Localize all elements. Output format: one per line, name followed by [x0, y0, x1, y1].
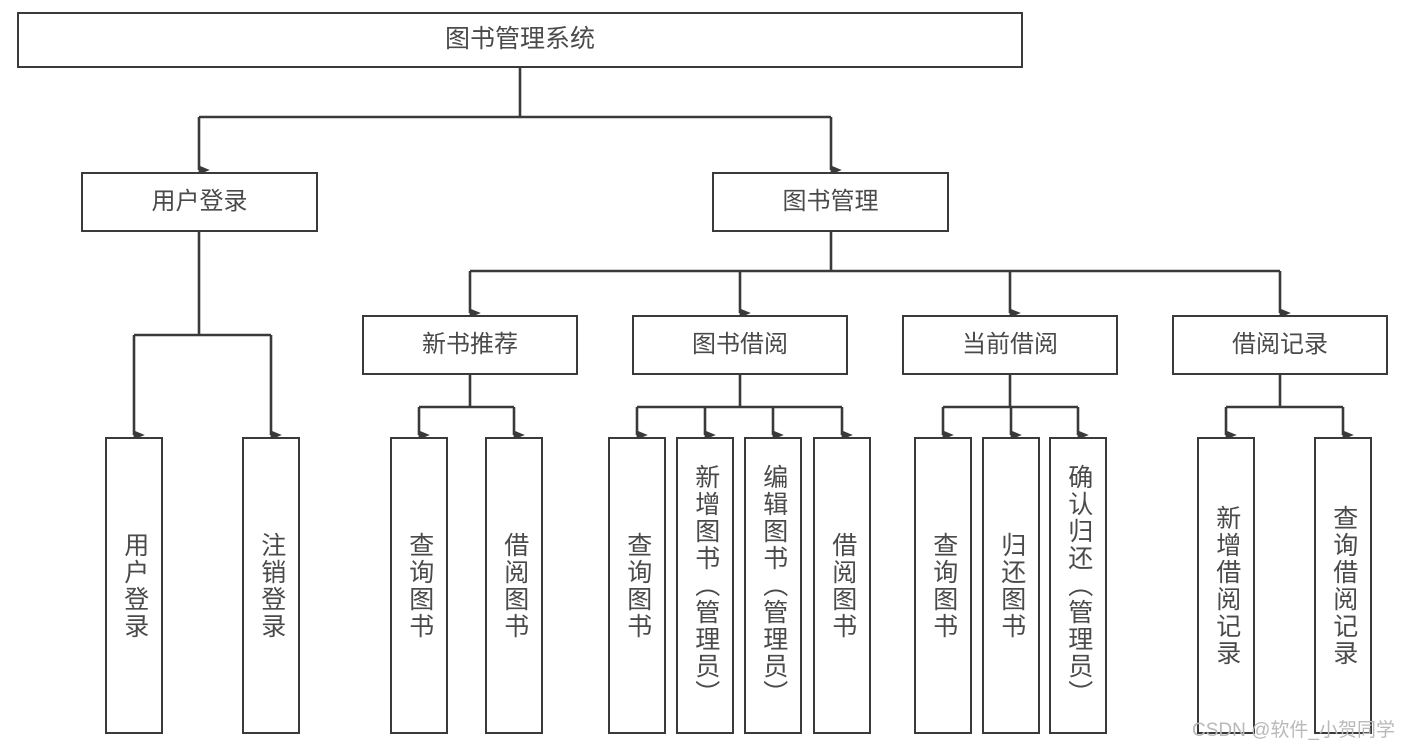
csdn-watermark: CSDN @软件_小贺同学	[1192, 720, 1395, 741]
node-new-book-recommend-label: 新书推荐	[422, 330, 518, 358]
node-leaf-edit-book[interactable]: 编辑图书（管理员）	[744, 437, 802, 734]
node-leaf-add-record[interactable]: 新增借阅记录	[1197, 437, 1255, 734]
node-leaf-logout-label: 注销登录	[257, 531, 286, 640]
node-leaf-user-login-label: 用户登录	[120, 531, 149, 640]
node-leaf-add-record-label: 新增借阅记录	[1212, 504, 1241, 667]
node-leaf-confirm-return-label: 确认归还（管理员）	[1064, 464, 1093, 707]
node-leaf-add-book-label: 新增图书（管理员）	[691, 464, 720, 707]
node-leaf-query-book-2[interactable]: 查询图书	[608, 437, 666, 734]
node-leaf-query-record-label: 查询借阅记录	[1329, 504, 1358, 667]
node-leaf-borrow-book-2-label: 借阅图书	[828, 531, 857, 640]
node-leaf-confirm-return[interactable]: 确认归还（管理员）	[1049, 437, 1107, 734]
node-leaf-query-book-1[interactable]: 查询图书	[390, 437, 448, 734]
node-user-login[interactable]: 用户登录	[81, 172, 318, 232]
node-borrow-record[interactable]: 借阅记录	[1172, 315, 1388, 375]
node-book-management[interactable]: 图书管理	[712, 172, 949, 232]
node-book-borrow-label: 图书借阅	[692, 330, 788, 358]
node-leaf-borrow-book-1[interactable]: 借阅图书	[485, 437, 543, 734]
node-leaf-logout[interactable]: 注销登录	[242, 437, 300, 734]
node-user-login-label: 用户登录	[151, 187, 248, 215]
node-leaf-edit-book-label: 编辑图书（管理员）	[759, 464, 788, 707]
node-book-borrow[interactable]: 图书借阅	[632, 315, 848, 375]
node-leaf-borrow-book-1-label: 借阅图书	[500, 531, 529, 640]
node-leaf-borrow-book-2[interactable]: 借阅图书	[813, 437, 871, 734]
node-leaf-query-book-2-label: 查询图书	[623, 531, 652, 640]
node-current-borrow[interactable]: 当前借阅	[902, 315, 1118, 375]
node-leaf-add-book[interactable]: 新增图书（管理员）	[676, 437, 734, 734]
node-leaf-user-login[interactable]: 用户登录	[105, 437, 163, 734]
node-leaf-return-book[interactable]: 归还图书	[982, 437, 1040, 734]
node-new-book-recommend[interactable]: 新书推荐	[362, 315, 578, 375]
node-borrow-record-label: 借阅记录	[1232, 330, 1328, 358]
node-book-management-label: 图书管理	[782, 187, 879, 215]
node-leaf-return-book-label: 归还图书	[997, 531, 1026, 640]
node-root[interactable]: 图书管理系统	[17, 12, 1023, 68]
node-leaf-query-record[interactable]: 查询借阅记录	[1314, 437, 1372, 734]
node-root-label: 图书管理系统	[444, 25, 595, 54]
node-leaf-query-book-3[interactable]: 查询图书	[914, 437, 972, 734]
node-leaf-query-book-1-label: 查询图书	[405, 531, 434, 640]
node-current-borrow-label: 当前借阅	[962, 330, 1058, 358]
node-leaf-query-book-3-label: 查询图书	[929, 531, 958, 640]
